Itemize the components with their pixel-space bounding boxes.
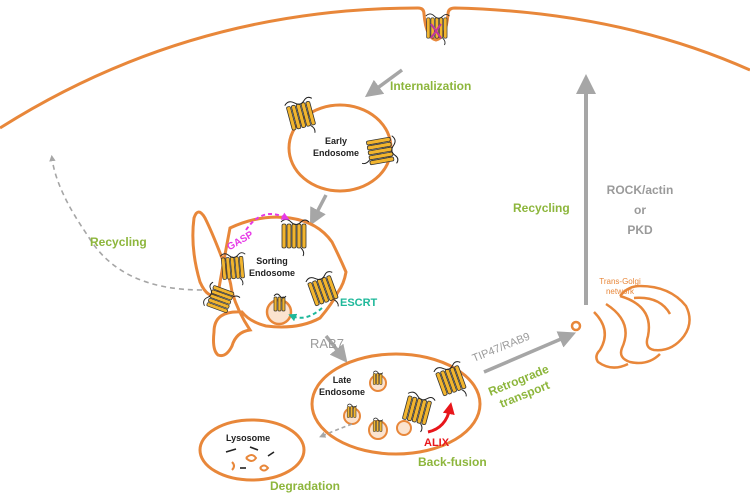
label-internalization: Internalization: [390, 79, 471, 93]
label-rock-1: ROCK/actin: [607, 183, 674, 197]
recycling-left-arrow: [49, 154, 203, 291]
gasp-arrow: [245, 212, 290, 231]
label-early-endosome-2: Endosome: [313, 148, 359, 158]
label-rock-2: or: [634, 203, 646, 217]
label-tip47-rab9: TIP47/RAB9: [471, 331, 532, 365]
label-late-endosome-2: Endosome: [319, 387, 365, 397]
degradation-arrow: [319, 423, 353, 438]
label-degradation: Degradation: [270, 479, 340, 493]
early-to-sorting-arrow: [309, 194, 328, 226]
sorting-endosome: [191, 210, 348, 358]
lysosome: [198, 418, 306, 482]
label-escrt: ESCRT: [340, 297, 378, 309]
label-back-fusion: Back-fusion: [418, 455, 487, 469]
plasma-membrane: [0, 6, 750, 130]
label-early-endosome-1: Early: [325, 136, 347, 146]
back-fusion-arrow: [427, 402, 455, 434]
label-sorting-endosome-2: Endosome: [249, 268, 295, 278]
lysosome-fragments: [231, 454, 270, 472]
label-tgn-1: Trans-Golgi: [599, 277, 641, 286]
label-late-endosome-1: Late: [333, 375, 352, 385]
label-rock-3: PKD: [627, 223, 653, 237]
sorting-to-late-arrow: [324, 334, 348, 363]
label-sorting-endosome-1: Sorting: [256, 256, 288, 266]
label-lysosome: Lysosome: [226, 433, 270, 443]
label-rab7: RAB7: [310, 336, 344, 351]
retrograde-arrow: [483, 331, 577, 374]
ligand-mark: [430, 23, 442, 39]
label-alix: ALIX: [424, 437, 450, 449]
label-tgn-2: network: [606, 287, 635, 296]
label-recycling-right: Recycling: [513, 201, 570, 215]
lysosome-debris: [225, 446, 275, 469]
label-recycling-left: Recycling: [90, 235, 147, 249]
escrt-arrow: [288, 307, 323, 322]
internalization-arrow: [364, 68, 404, 98]
trans-golgi-network: [570, 284, 691, 369]
late-vesicle: [396, 420, 412, 436]
